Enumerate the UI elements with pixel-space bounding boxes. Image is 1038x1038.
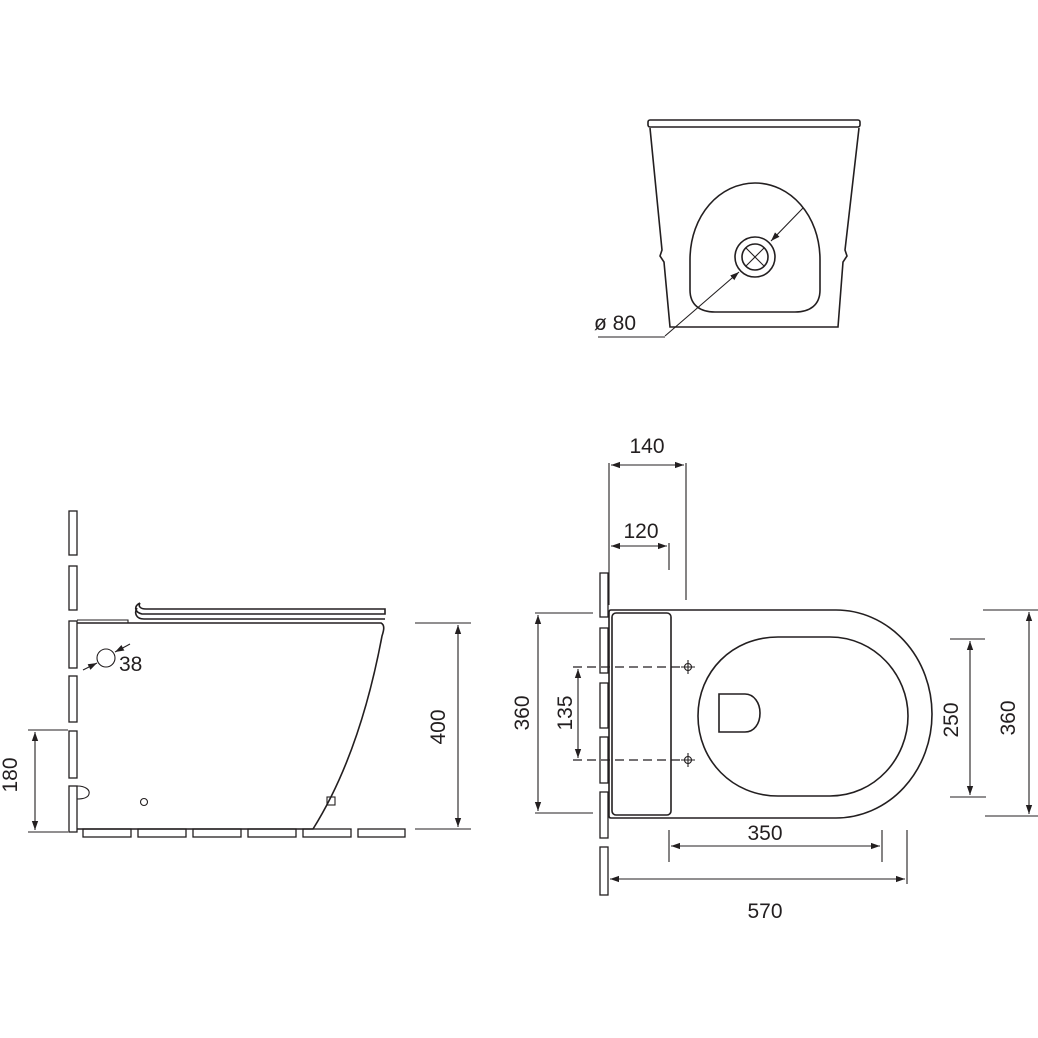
outlet-height-label: 180: [0, 757, 22, 792]
diameter-arrow-upper: [770, 207, 804, 242]
floor-tiles: [82, 828, 406, 838]
outlet-recess: [689, 182, 821, 313]
height-label: 400: [427, 709, 450, 744]
floor-tile: [357, 828, 406, 838]
seat-side: [134, 602, 386, 620]
drain-cross: [745, 247, 765, 267]
wall-bracket: [77, 619, 129, 623]
dim-135-label: 135: [554, 695, 577, 730]
floor-tile: [302, 828, 352, 838]
floor-tile: [192, 828, 242, 838]
wall-segment: [599, 846, 609, 896]
outlet-spigot: [76, 785, 90, 800]
floor-tile: [82, 828, 132, 838]
fixing-point-upper-icon: [681, 660, 695, 674]
bowl-side-outline: [77, 622, 385, 830]
dim-120-label: 120: [623, 520, 658, 543]
wall-segment: [599, 627, 609, 674]
wall-segment: [68, 675, 78, 723]
dim-360-left-label: 360: [511, 695, 534, 730]
drain-diameter-label: ø 80: [594, 312, 636, 335]
side-view: 38 400 180: [0, 510, 471, 838]
fixing-bolt: [326, 796, 336, 806]
bowl-opening: [697, 636, 909, 797]
floor-tile: [247, 828, 297, 838]
inlet-arrow-lower: [82, 662, 98, 671]
plan-wall-segments: [599, 572, 609, 896]
dim-360-right-label: 360: [997, 700, 1020, 735]
flush-outlet-shape: [718, 693, 761, 733]
wall-segment: [68, 510, 78, 556]
rear-block: [611, 612, 672, 816]
drain-outer-circle: [734, 236, 776, 278]
diameter-arrow-lower: [664, 271, 740, 337]
dim-250-label: 250: [940, 702, 963, 737]
wall-segment: [599, 572, 609, 618]
rear-view: ø 80: [594, 119, 861, 338]
wall-segment: [68, 785, 78, 833]
wall-segment: [68, 620, 78, 669]
inlet-arrow-upper: [114, 643, 131, 653]
fixing-hole: [139, 797, 149, 807]
seat-lid-edge: [647, 119, 861, 128]
plan-view: 140 120 360 135 350 570 250 360: [511, 435, 1038, 923]
dim-570-label: 570: [747, 900, 782, 923]
wall-segments: [68, 510, 78, 833]
bowl-rear-outline: [649, 127, 860, 328]
dim-350-label: 350: [747, 822, 782, 845]
bowl-plan-outline: [608, 609, 933, 819]
inlet-diameter-label: 38: [119, 653, 142, 676]
drain-inner-circle: [741, 243, 769, 271]
wall-segment: [68, 565, 78, 611]
wall-segment: [599, 682, 609, 729]
fixing-point-lower-icon: [681, 753, 695, 767]
inlet-circle: [96, 648, 116, 668]
wall-segment: [68, 730, 78, 779]
dim-140-label: 140: [629, 435, 664, 458]
floor-tile: [137, 828, 187, 838]
wall-segment: [599, 791, 609, 839]
